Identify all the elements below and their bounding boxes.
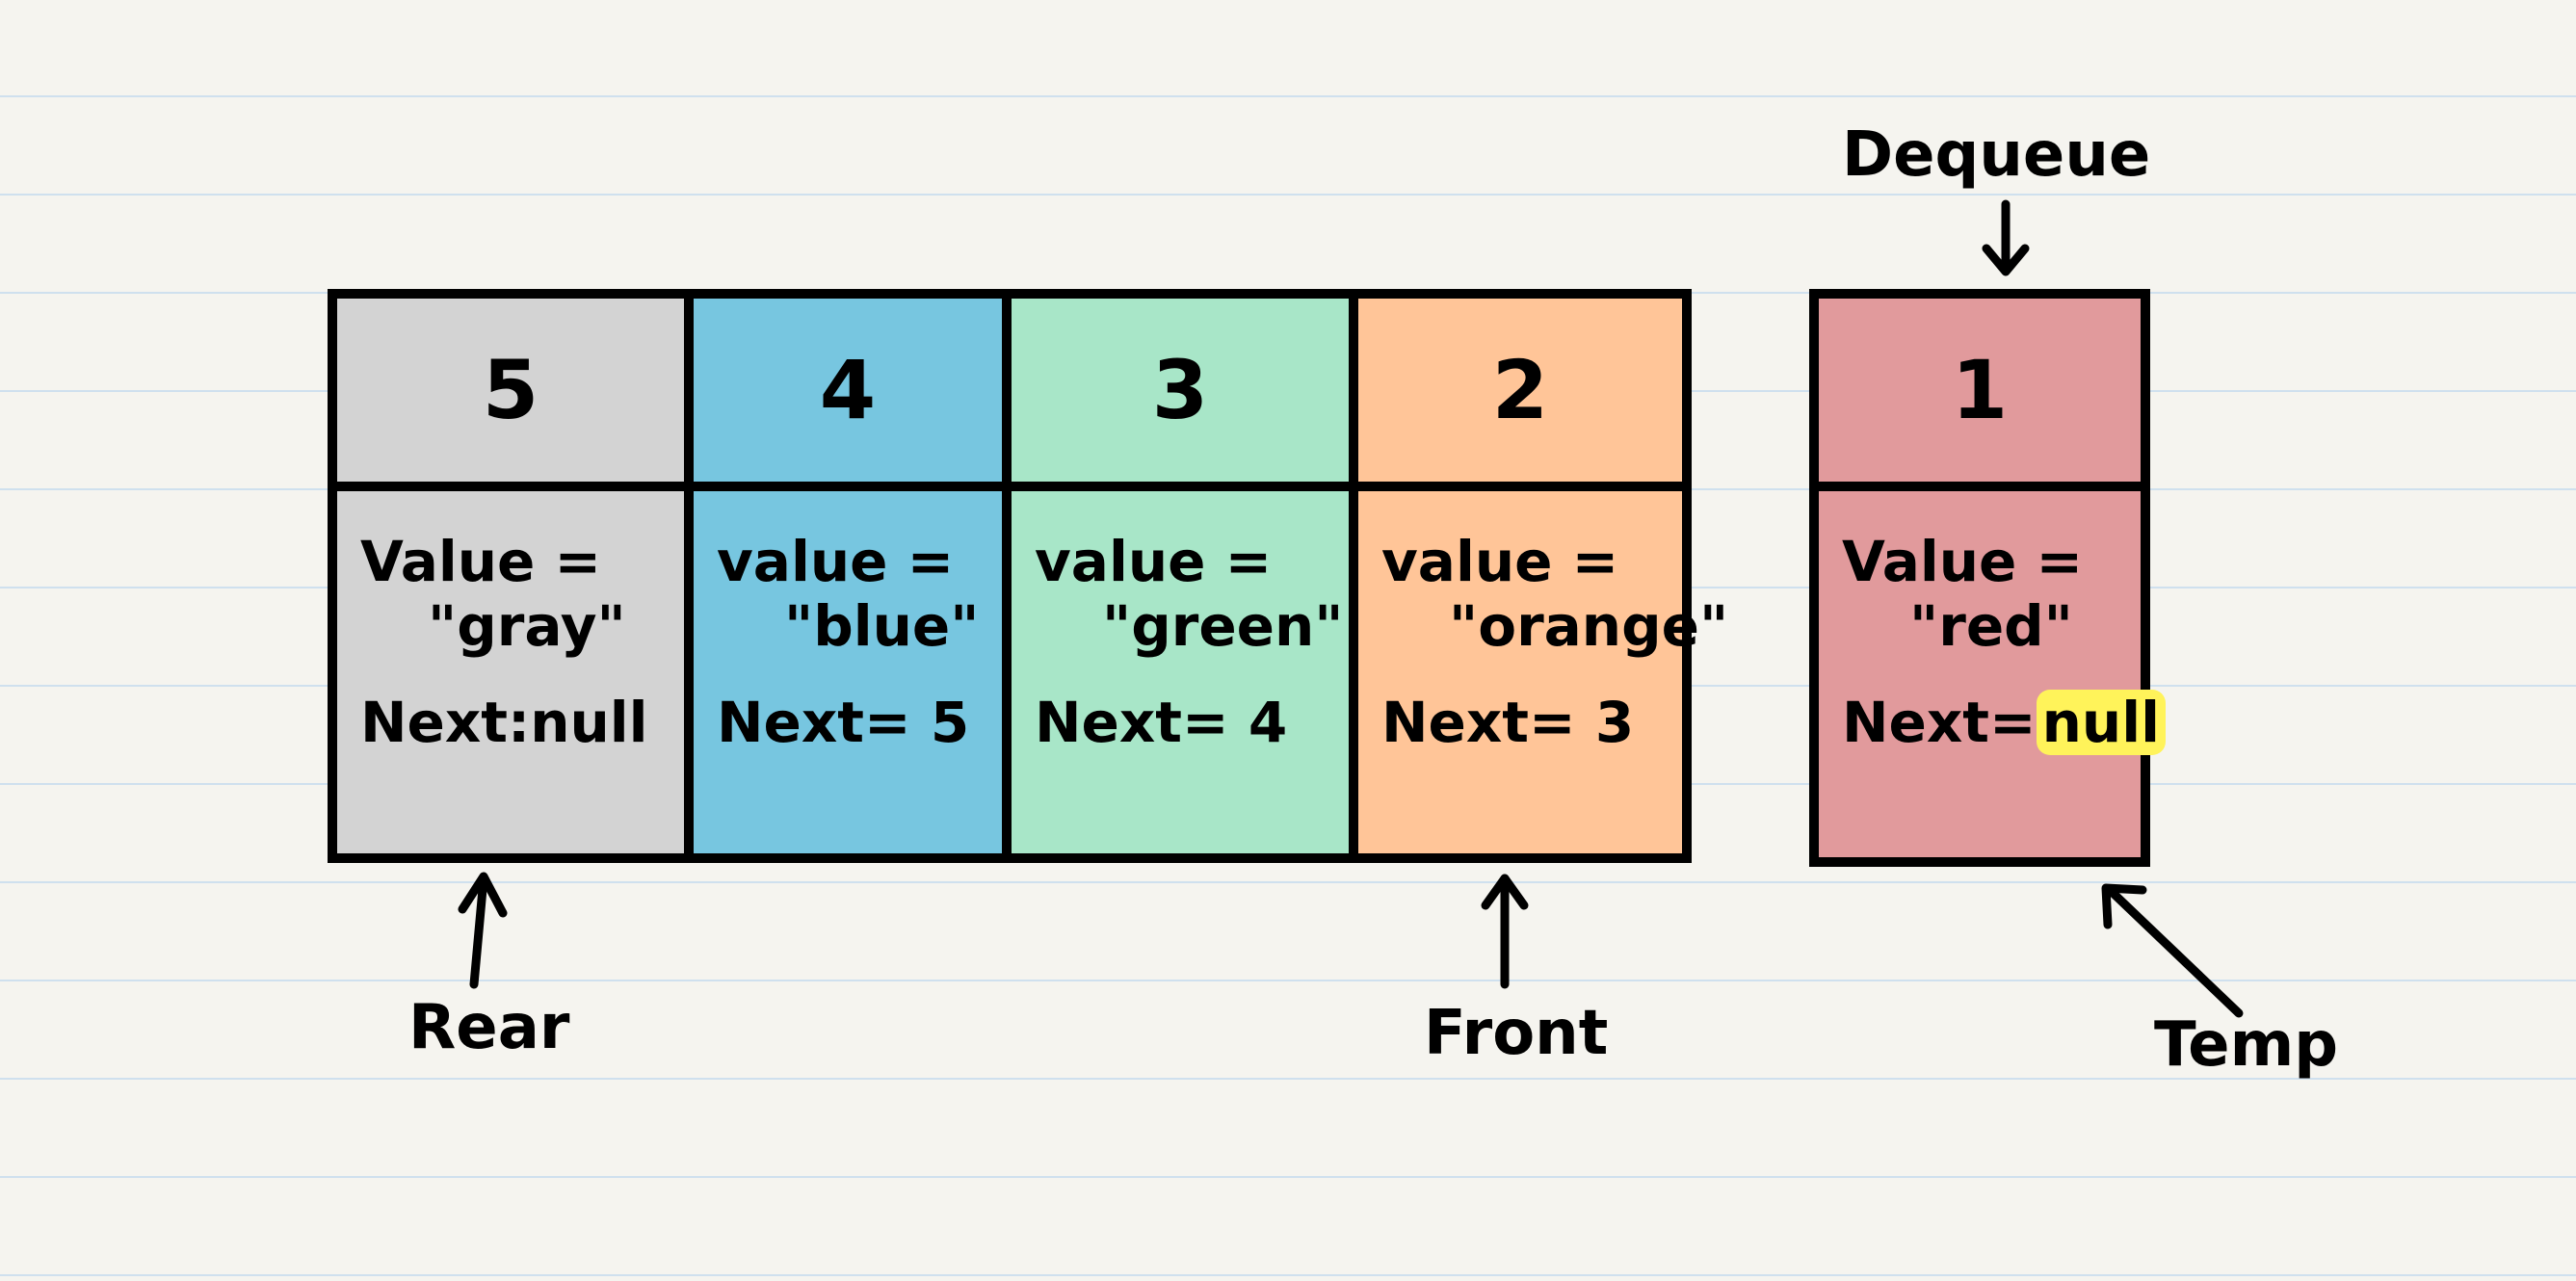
temp-label: Temp [2154, 1009, 2339, 1081]
value-text: "green" [1102, 592, 1344, 659]
node-body: Value = "gray" Next:null [337, 491, 684, 853]
value-label: Value = [360, 529, 602, 594]
value-text: "blue" [784, 592, 980, 659]
node-number: 1 [1951, 343, 2009, 437]
value-text: "gray" [428, 592, 626, 659]
temp-arrow [2101, 883, 2244, 1018]
dequeue-arrow [1982, 199, 2030, 276]
value-text: "red" [1909, 592, 2073, 659]
node-orange: 2 value = "orange" Next= 3 [1349, 289, 1729, 863]
node-body: value = "blue" Next= 5 [694, 491, 1002, 853]
node-number: 4 [819, 343, 877, 437]
rear-arrow [458, 872, 508, 989]
next-line: Next:null [360, 691, 661, 755]
next-line: Next= 5 [717, 691, 979, 755]
temp-node-red: 1 Value = "red" Next=null [1809, 289, 2166, 867]
node-number: 3 [1151, 343, 1209, 437]
next-line: Next= 3 [1381, 691, 1659, 755]
front-label: Front [1424, 998, 1609, 1069]
rear-label: Rear [408, 992, 570, 1063]
node-number: 2 [1491, 343, 1549, 437]
node-divider [1358, 482, 1682, 491]
node-divider [1012, 482, 1349, 491]
value-label: Value = [1842, 529, 2084, 594]
node-body: Value = "red" Next=null [1819, 491, 2166, 857]
next-value: 4 [1248, 690, 1288, 756]
node-number: 5 [482, 343, 539, 437]
node-body: value = "green" Next= 4 [1012, 491, 1349, 853]
dequeue-label: Dequeue [1842, 119, 2151, 191]
next-line: Next= 4 [1035, 691, 1326, 755]
front-arrow [1481, 874, 1529, 989]
value-label: value = [1035, 529, 1273, 594]
next-value: 3 [1594, 690, 1635, 756]
node-divider [694, 482, 1002, 491]
next-value-highlight: null [2036, 690, 2166, 756]
next-value: null [530, 690, 648, 756]
node-gray: 5 Value = "gray" Next:null [328, 289, 694, 863]
value-text: "orange" [1449, 592, 1729, 659]
next-label: Next= [1381, 690, 1576, 756]
next-value: 5 [930, 690, 970, 756]
next-line: Next=null [1842, 690, 2166, 756]
node-green: 3 value = "green" Next= 4 [1002, 289, 1358, 863]
next-label: Next= [1842, 690, 2037, 756]
value-label: value = [1381, 529, 1619, 594]
next-label: Next: [360, 690, 531, 756]
value-label: value = [717, 529, 955, 594]
next-label: Next= [717, 690, 911, 756]
node-divider [1819, 482, 2141, 491]
node-divider [337, 482, 684, 491]
next-label: Next= [1035, 690, 1229, 756]
node-body: value = "orange" Next= 3 [1358, 491, 1729, 853]
node-blue: 4 value = "blue" Next= 5 [684, 289, 1012, 863]
